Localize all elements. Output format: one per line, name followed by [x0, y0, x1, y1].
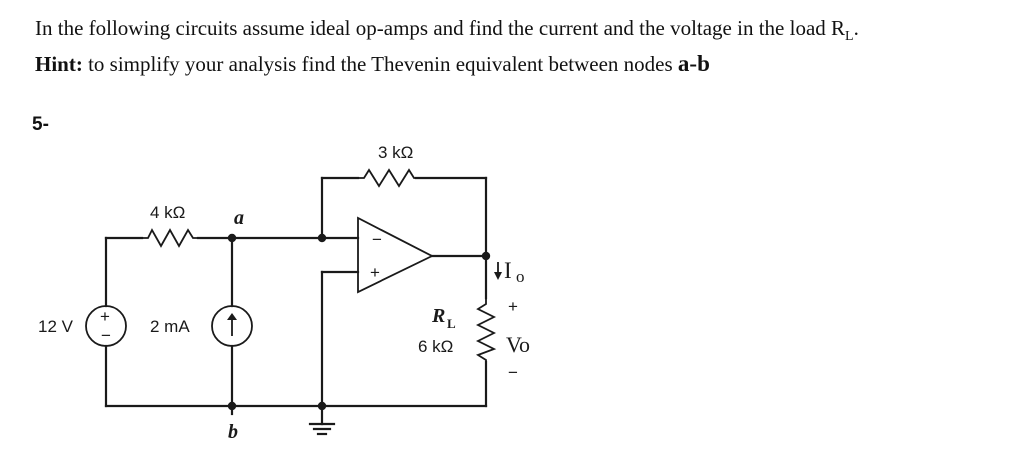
load-resistor-subscript: L	[447, 316, 456, 331]
load-resistor	[475, 298, 497, 362]
current-io-arrow-icon	[494, 262, 502, 280]
current-io-label: I	[504, 258, 512, 283]
hint-text: to simplify your analysis find the Theve…	[82, 52, 678, 76]
load-resistor-name: R	[431, 305, 445, 327]
current-io-subscript: o	[516, 267, 525, 286]
op-amp-noninverting-input: +	[370, 263, 380, 282]
resistor-4k-label: 4 kΩ	[150, 203, 185, 222]
hint-nodes: a-b	[677, 51, 710, 76]
problem-statement: In the following circuits assume ideal o…	[35, 16, 859, 45]
ground-icon	[308, 422, 336, 436]
resistor-4k	[142, 228, 198, 248]
voltage-source-minus: −	[101, 326, 111, 345]
current-source	[211, 305, 253, 347]
node-b-label: b	[228, 421, 238, 443]
voltage-source-label: 12 V	[38, 317, 74, 336]
problem-text: In the following circuits assume ideal o…	[35, 16, 846, 40]
node-a-dot	[227, 233, 237, 243]
circuit-wires	[104, 176, 488, 426]
current-source-arrow-icon	[227, 313, 237, 320]
op-amp-inverting-input: −	[372, 230, 382, 249]
problem-number: 5-	[32, 114, 49, 135]
vo-minus-sign: −	[508, 363, 518, 382]
vo-plus-sign: +	[508, 297, 518, 316]
node-a-label: a	[234, 207, 244, 229]
voltage-source-plus: +	[100, 307, 110, 326]
current-source-label: 2 mA	[150, 317, 190, 336]
output-node-dot	[481, 251, 491, 261]
ground-junction-dot	[317, 401, 327, 411]
node-b-dot	[227, 401, 237, 411]
junction-dot	[317, 233, 327, 243]
junction-dots	[227, 233, 491, 411]
vo-label: Vo	[506, 332, 530, 357]
op-amp: − +	[357, 216, 435, 294]
resistor-3k	[358, 168, 416, 188]
resistor-3k-label: 3 kΩ	[378, 143, 413, 162]
load-subscript: L	[845, 29, 854, 45]
hint-statement: Hint: to simplify your analysis find the…	[35, 51, 710, 77]
voltage-source: + −	[85, 305, 127, 347]
problem-period: .	[853, 16, 859, 40]
load-resistor-value: 6 kΩ	[418, 337, 453, 356]
hint-label: Hint:	[35, 52, 83, 76]
